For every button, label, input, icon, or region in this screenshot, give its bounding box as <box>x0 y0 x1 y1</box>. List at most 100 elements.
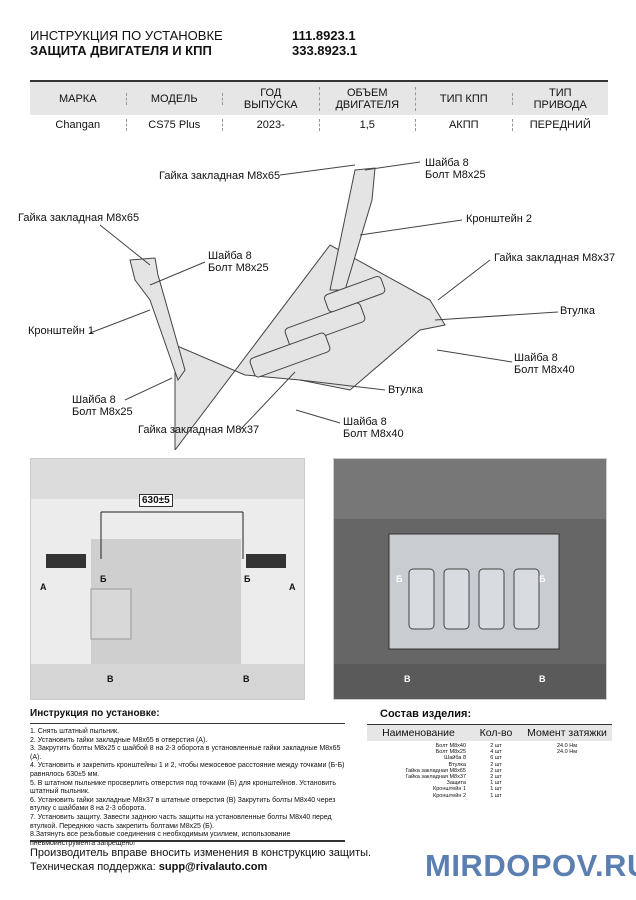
item-name: Болт M8x40 <box>435 743 466 749</box>
footer-note: Производитель вправе вносить изменения в… <box>30 847 372 859</box>
mark-v-left-installed: В <box>404 674 411 684</box>
item-qty: 6 шт <box>490 755 502 762</box>
exploded-diagram <box>89 161 559 450</box>
spec-value-1: CS75 Plus <box>127 119 223 131</box>
mark-v-right-installed: В <box>539 674 546 684</box>
spec-header-3: ОБЪЕМ ДВИГАТЕЛЯ <box>320 86 416 111</box>
spec-value-0: Changan <box>30 119 127 131</box>
support-label: Техническая поддержка: <box>30 861 159 873</box>
instruction-step: 2. Установить гайки закладные M8x65 в от… <box>30 736 208 744</box>
composition-row: Кронштейн 1 1 шт <box>367 786 612 792</box>
mark-v-left: В <box>107 674 114 684</box>
col-qty: Кол-во <box>479 727 513 739</box>
item-qty: 1 шт <box>490 792 502 799</box>
item-name: Гайка закладная M8x65 <box>405 767 466 774</box>
part-code-2: 333.8923.1 <box>292 43 358 58</box>
composition-row: Кронштейн 2 1 шт <box>367 793 612 799</box>
item-torque <box>522 793 612 799</box>
callout-label: Кронштейн 2 <box>466 213 532 225</box>
installation-photo-installed: Б Б В В <box>333 458 607 700</box>
dimension-label: 630±5 <box>139 494 173 507</box>
mark-b-left: Б <box>100 574 107 584</box>
callout-label: Шайба 8 Болт M8x25 <box>208 250 269 274</box>
composition-title: Состав изделия: <box>380 708 472 720</box>
callout-label: Шайба 8 Болт M8x40 <box>514 352 575 376</box>
instruction-step: 4. Установить и закрепить кронштейны 1 и… <box>30 762 345 778</box>
instructions-title: Инструкция по установке: <box>30 708 160 719</box>
bracket-1 <box>129 257 186 382</box>
bracket-1-photo <box>46 554 86 568</box>
spec-header-0: МАРКА <box>30 92 127 105</box>
mark-v-right: В <box>243 674 250 684</box>
divider <box>367 724 612 725</box>
spec-value-3: 1,5 <box>320 119 416 131</box>
spec-header-2: ГОД ВЫПУСКА <box>223 86 320 111</box>
item-name: Шайба 8 <box>444 755 466 762</box>
bracket-2-photo <box>246 554 286 568</box>
plate-window <box>284 302 366 348</box>
spec-header-5: ТИП ПРИВОДА <box>533 86 587 111</box>
callout-label: Шайба 8 Болт M8x40 <box>343 416 404 440</box>
item-qty: 2 шт <box>490 761 502 768</box>
item-name: Защита <box>446 780 467 787</box>
mark-b-left-installed: Б <box>396 574 403 584</box>
spec-header-1: МОДЕЛЬ <box>127 92 223 105</box>
item-qty: 2 шт <box>490 743 502 749</box>
plate-window <box>324 275 386 313</box>
col-name: Наименование <box>382 727 455 739</box>
instruction-step: 5. В штатном пыльнике просверлить отверс… <box>30 779 337 796</box>
callout-label: Шайба 8 Болт M8x25 <box>425 157 486 181</box>
instructions-list: 1. Снять штатный пыльник.2. Установить г… <box>30 728 350 848</box>
item-qty: 2 шт <box>490 774 502 781</box>
part-code-1: 111.8923.1 <box>292 28 356 43</box>
spec-header-4: ТИП КПП <box>416 92 513 105</box>
instruction-step: 7. Установить защиту. Завести заднюю час… <box>30 813 332 830</box>
callout-label: Гайка закладная M8x65 <box>18 212 140 224</box>
doc-title: ИНСТРУКЦИЯ ПО УСТАНОВКЕ <box>30 28 223 43</box>
spec-value-2: 2023- <box>223 119 320 131</box>
mark-a-right: А <box>289 582 296 592</box>
item-qty: 2 шт <box>490 767 502 774</box>
instruction-step: 1. Снять штатный пыльник. <box>30 728 120 735</box>
doc-subtitle: ЗАЩИТА ДВИГАТЕЛЯ И КПП <box>30 43 212 58</box>
item-qty: 1 шт <box>490 786 502 793</box>
item-qty: 1 шт <box>490 780 502 787</box>
callout-label: Втулка <box>560 305 595 317</box>
item-name: Кронштейн 2 <box>433 792 466 799</box>
plate-window <box>249 332 331 378</box>
mark-a-left: А <box>40 582 47 592</box>
composition-table: Наименование Кол-во Момент затяжки Болт … <box>367 725 612 799</box>
spec-value-5: ПЕРЕДНИЙ <box>529 119 591 131</box>
callout-label: Кронштейн 1 <box>28 325 94 337</box>
composition-row: Гайка закладная M8x37 2 шт <box>367 774 612 780</box>
item-name: Гайка закладная M8x37 <box>405 774 466 781</box>
item-qty: 4 шт <box>490 749 502 756</box>
support-line: Техническая поддержка: supp@rivalauto.co… <box>30 861 267 873</box>
composition-row: Шайба 8 6 шт <box>367 755 612 761</box>
callout-label: Шайба 8 Болт M8x25 <box>72 394 133 418</box>
watermark-logo: MIRDOPOV.RU <box>425 848 636 883</box>
item-name: Втулка <box>448 761 467 768</box>
spec-value-4: АКПП <box>416 119 513 131</box>
composition-row: Втулка 2 шт <box>367 762 612 768</box>
item-torque: 24.0 Нм <box>557 749 577 756</box>
mark-b-right: Б <box>244 574 251 584</box>
col-torque: Момент затяжки <box>527 727 607 739</box>
composition-row: Защита 1 шт <box>367 780 612 786</box>
item-name: Болт M8x25 <box>435 749 466 756</box>
mark-b-right-installed: Б <box>539 574 546 584</box>
composition-row: Гайка закладная M8x65 2 шт <box>367 768 612 774</box>
installation-photo-front: 630±5 А Б Б А В В <box>30 458 305 700</box>
callout-label: Гайка закладная M8x37 <box>138 424 260 436</box>
callout-label: Гайка закладная M8x65 <box>159 170 281 182</box>
composition-row: Болт M8x25 4 шт 24.0 Нм <box>367 749 612 755</box>
instruction-step: 3. Закрутить болты M8x25 с шайбой 8 на 2… <box>30 745 341 761</box>
callout-label: Втулка <box>388 384 423 396</box>
divider <box>30 840 345 842</box>
instruction-step: 8.Затянуть все резьбовые соединения с не… <box>30 831 291 847</box>
support-email[interactable]: supp@rivalauto.com <box>158 861 268 873</box>
instruction-step: 6. Установить гайки закладные M8x37 в шт… <box>30 796 336 813</box>
item-name: Кронштейн 1 <box>433 786 466 793</box>
divider <box>30 723 345 724</box>
